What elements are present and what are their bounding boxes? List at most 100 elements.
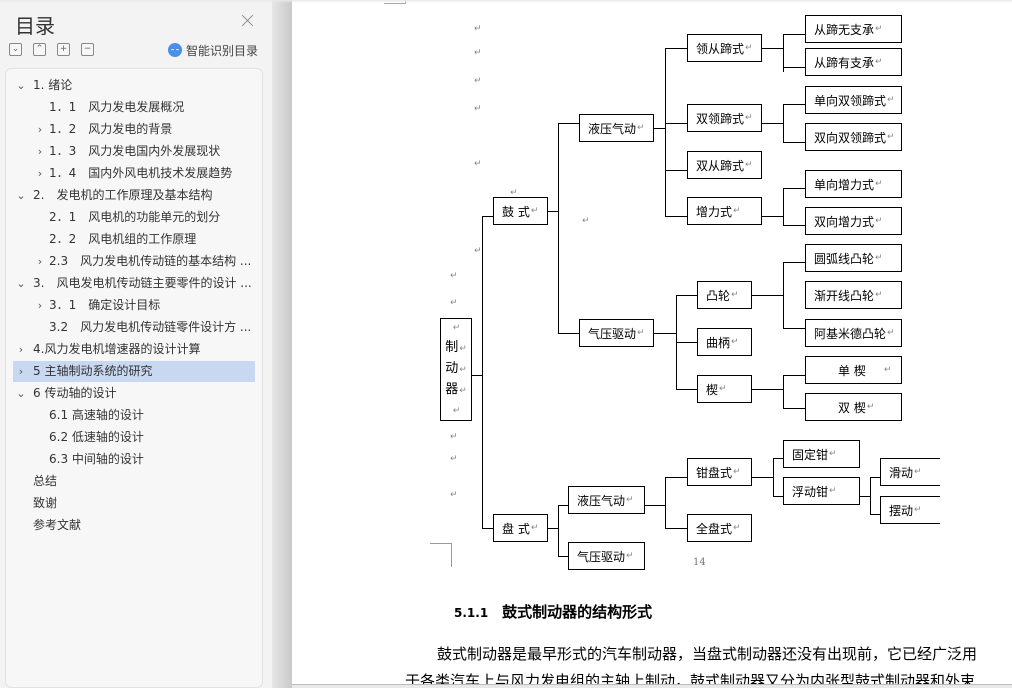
chevron-right-icon[interactable]: › (37, 299, 43, 312)
chevron-right-icon[interactable]: › (18, 343, 24, 356)
toc-item[interactable]: › 1．2 风力发电的背景 (13, 119, 255, 140)
toc-item[interactable]: 6.3 中间轴的设计 (13, 449, 255, 470)
paragraph-mark: ↵ (510, 188, 518, 198)
connector-line (860, 496, 870, 497)
paragraph-mark: ↵ (887, 132, 895, 142)
toc-item-label: 3.2 风力发电机传动链零件设计方 ... (49, 320, 252, 334)
toc-item[interactable]: ⌄2. 发电机的工作原理及基本结构 (13, 185, 255, 206)
toc-item[interactable]: 1．1 风力发电发展概况 (13, 97, 255, 118)
node-wedge: 楔↵ (697, 375, 752, 403)
chevron-right-icon[interactable]: › (18, 365, 24, 378)
node-trailing-with-support: 从蹄有支承↵ (805, 48, 902, 76)
connector-line (665, 123, 687, 124)
connector-line (783, 262, 805, 263)
node-drum: 鼓 式↵ (493, 197, 548, 225)
paragraph-mark: ↵ (452, 323, 461, 333)
node-single-wedge: 单 楔↵ (805, 356, 902, 384)
paragraph-mark: ↵ (459, 386, 467, 396)
node-label: 从蹄有支承 (814, 55, 875, 70)
expand-all-icon[interactable]: ⌄ (9, 43, 22, 56)
node-label: 单向双领蹄式 (814, 93, 887, 108)
connector-line (654, 128, 665, 129)
toc-item[interactable]: 6.2 低速轴的设计 (13, 427, 255, 448)
connector-line (676, 295, 697, 296)
toc-item[interactable]: ⌄6 传动轴的设计 (13, 383, 255, 404)
connector-line (482, 216, 483, 529)
toc-item[interactable]: ⌄1. 绪论 (13, 75, 255, 96)
chevron-down-icon[interactable]: ⌄ (16, 189, 26, 202)
paragraph-mark: ↵ (530, 206, 539, 216)
paragraph-mark: ↵ (914, 467, 922, 477)
node-label: 双领蹄式 (696, 111, 745, 126)
paragraph-mark: ↵ (866, 402, 875, 412)
toc-item[interactable]: ›4.风力发电机增速器的设计计算 (13, 339, 255, 360)
toc-item[interactable]: ›2.3 风力发电机传动链的基本结构 ... (13, 251, 255, 272)
horizontal-scrollbar[interactable] (292, 684, 1012, 688)
close-icon[interactable] (240, 13, 256, 29)
paragraph-mark: ↵ (452, 406, 461, 416)
toc-item-label: 3. 风电发电机传动链主要零件的设计 ... (33, 276, 252, 290)
node-archimedes-cam: 阿基米德凸轮↵ (805, 319, 902, 347)
node-label: 鼓 式 (502, 204, 530, 219)
paragraph-mark: ↵ (875, 216, 883, 226)
connector-line (870, 477, 871, 515)
toc-item[interactable]: 总结 (13, 471, 255, 492)
paragraph-mark: ↵ (474, 246, 482, 256)
connector-line (783, 328, 805, 329)
chevron-down-icon[interactable]: ⌄ (16, 79, 26, 92)
chevron-right-icon[interactable]: › (37, 167, 43, 180)
node-disc-pneumatic: 气压驱动↵ (568, 542, 645, 570)
connector-line (783, 34, 805, 35)
paragraph-mark: ↵ (875, 179, 883, 189)
chevron-down-icon[interactable]: ⌄ (16, 387, 26, 400)
toc-item[interactable]: 3.2 风力发电机传动链零件设计方 ... (13, 317, 255, 338)
chevron-down-icon[interactable]: ⌄ (16, 277, 26, 290)
connector-line (482, 528, 493, 529)
toc-item[interactable]: 2．2 风电机组的工作原理 (13, 229, 255, 250)
toc-item[interactable]: 参考文献 (13, 515, 255, 536)
connector-line (665, 477, 687, 478)
toc-item-label: 1．2 风力发电的背景 (49, 122, 173, 136)
node-disc: 盘 式↵ (493, 514, 548, 542)
node-two-way-two-leading: 双向双领蹄式↵ (805, 123, 902, 151)
paragraph-mark: ↵ (875, 24, 883, 34)
node-floating-caliper: 浮动钳↵ (783, 477, 860, 505)
root-label-char: 制↵ (445, 340, 467, 355)
paragraph-mark: ↵ (731, 337, 739, 347)
connector-line (665, 170, 687, 171)
toc-item[interactable]: ›3．1 确定设计目标 (13, 295, 255, 316)
paragraph-mark: ↵ (875, 57, 883, 67)
remove-heading-icon[interactable]: − (81, 43, 94, 56)
toc-item-label: 2．2 风电机组的工作原理 (49, 232, 197, 246)
add-heading-icon[interactable]: + (57, 43, 70, 56)
node-label: 领从蹄式 (696, 41, 745, 56)
toc-item-label: 6.1 高速轴的设计 (49, 408, 144, 422)
node-label: 凸轮 (706, 288, 731, 303)
toc-item[interactable]: 2．1 风电机的功能单元的划分 (13, 207, 255, 228)
node-sliding: 滑动↵ (880, 458, 940, 486)
connector-line (752, 295, 783, 296)
node-trailing-no-support: 从蹄无支承↵ (805, 15, 902, 43)
toc-item[interactable]: ⌄ 3. 风电发电机传动链主要零件的设计 ... (13, 273, 255, 294)
node-label: 盘 式 (502, 521, 530, 536)
connector-line (548, 528, 558, 529)
toc-item[interactable]: ›1．3 风力发电国内外发展现状 (13, 141, 255, 162)
node-involute-cam: 渐开线凸轮↵ (805, 281, 902, 309)
node-label: 曲柄 (706, 335, 731, 350)
chevron-right-icon[interactable]: › (37, 255, 43, 268)
connector-line (783, 262, 784, 328)
toc-item[interactable]: ›5 主轴制动系统的研究 (13, 361, 255, 382)
chevron-right-icon[interactable]: › (37, 145, 43, 158)
section-number: 5.1.1 (454, 606, 489, 620)
connector-line (773, 458, 783, 459)
toc-item[interactable]: 致谢 (13, 493, 255, 514)
node-label: 单 楔 (838, 363, 866, 378)
node-swinging: 摆动↵ (880, 496, 940, 524)
collapse-all-icon[interactable]: ⌃ (33, 43, 46, 56)
toc-item-label: 总结 (33, 474, 58, 488)
node-label: 增力式 (696, 204, 733, 219)
toc-item[interactable]: 6.1 高速轴的设计 (13, 405, 255, 426)
smart-toc-button[interactable]: 智能识别目录 (168, 42, 258, 58)
toc-item[interactable]: ›1．4 国内外风电机技术发展趋势 (13, 163, 255, 184)
chevron-right-icon[interactable]: › (37, 123, 43, 136)
